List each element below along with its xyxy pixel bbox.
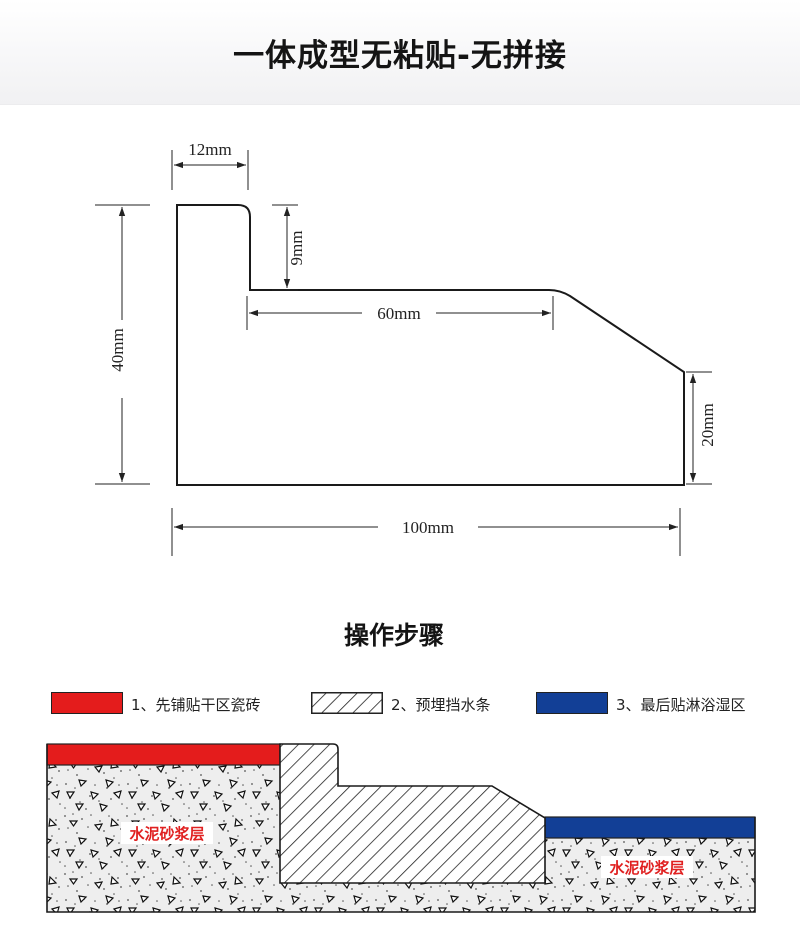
left-mortar-label: 水泥砂浆层 (129, 825, 204, 843)
installation-cross-section: 水泥砂浆层 水泥砂浆层 (46, 743, 756, 913)
dry-area-tile (46, 743, 281, 766)
right-mortar-label: 水泥砂浆层 (609, 859, 684, 877)
dimension-label-top-width: 12mm (188, 140, 231, 159)
dimension-top-width: 12mm (171, 140, 249, 190)
dimension-step-length: 60mm (246, 296, 554, 330)
dimension-total-width: 100mm (171, 508, 681, 556)
dimension-label-total-width: 100mm (402, 518, 454, 537)
dimension-step-depth: 9mm (272, 204, 306, 291)
page-title: 一体成型无粘贴-无拼接 (233, 38, 567, 74)
dimension-label-step-length: 60mm (377, 304, 420, 323)
dimension-label-total-height: 40mm (108, 328, 127, 371)
dimension-label-end-height: 20mm (698, 403, 717, 446)
header-bar: 一体成型无粘贴-无拼接 (0, 0, 800, 105)
legend-label-wet-area: 3、最后贴淋浴湿区 (616, 696, 746, 714)
steps-title: 操作步骤 (343, 621, 444, 650)
dimension-end-height: 20mm (686, 371, 717, 485)
dimension-total-height: 40mm (95, 204, 150, 485)
bottom-mortar-layer (280, 883, 545, 912)
profile-outline (176, 204, 685, 486)
left-mortar-label-bg (121, 822, 213, 844)
wet-area-tile (544, 816, 756, 839)
dimension-label-step-depth: 9mm (287, 231, 306, 266)
legend-label-water-stop: 2、预埋挡水条 (391, 696, 491, 714)
legend-label-dry-tile: 1、先铺贴干区瓷砖 (131, 696, 261, 714)
water-stop-strip (279, 743, 546, 884)
legend-swatch-red (51, 692, 123, 714)
right-mortar-label-bg (601, 856, 693, 878)
legend-swatch-hatch (311, 692, 383, 714)
legend-swatch-blue (536, 692, 608, 714)
cross-section-outline (46, 744, 756, 913)
